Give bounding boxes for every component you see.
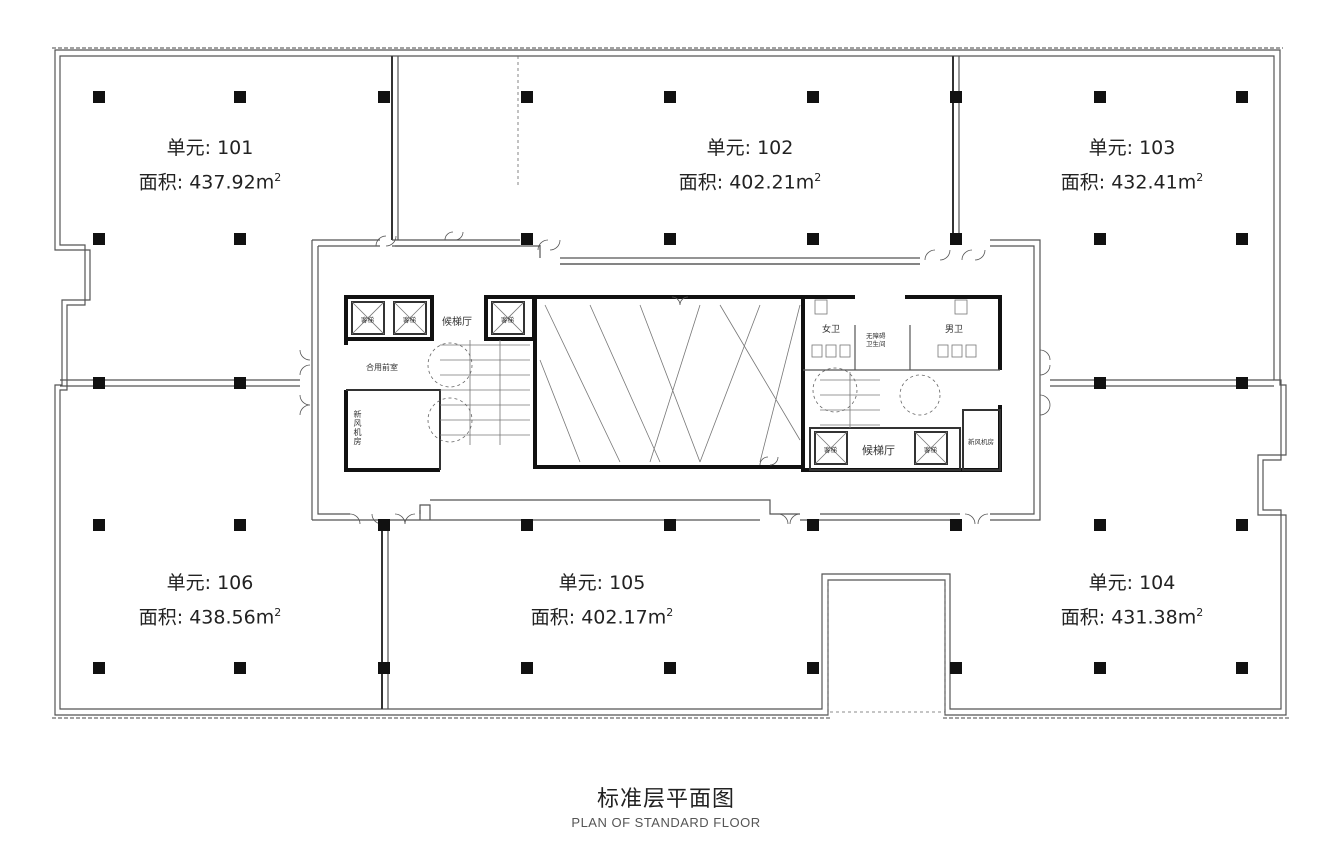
structural-columns <box>93 91 1248 674</box>
elevator-lobby-label-west: 候梯厅 <box>442 317 472 328</box>
unit-number: 单元: 103 <box>1088 137 1176 159</box>
unit-label-101: 单元: 101 面积: 437.92m2 <box>90 133 330 197</box>
unit-label-102: 单元: 102 面积: 402.21m2 <box>630 133 870 197</box>
elevator-tag-2: 客梯 <box>403 316 416 324</box>
unit-label-106: 单元: 106 面积: 438.56m2 <box>90 568 330 632</box>
unit-area: 面积: 402.21m2 <box>678 171 822 194</box>
unit-number: 单元: 104 <box>1088 572 1176 594</box>
opening-markers <box>827 580 946 715</box>
core-rooms <box>344 295 1002 472</box>
mens-wc-label: 男卫 <box>945 325 964 335</box>
elevator-tag-5: 客梯 <box>924 446 937 454</box>
unit-label-104: 单元: 104 面积: 431.38m2 <box>1012 568 1252 632</box>
elevator-tag-1: 客梯 <box>361 316 374 324</box>
elevator-lobby-label-east: 候梯厅 <box>862 444 895 457</box>
unit-area: 面积: 438.56m2 <box>138 606 282 629</box>
unit-number: 单元: 102 <box>706 137 794 159</box>
unit-label-103: 单元: 103 面积: 432.41m2 <box>1012 133 1252 197</box>
unit-area: 面积: 431.38m2 <box>1060 606 1204 629</box>
accessible-wc-label: 无障碍 卫生间 <box>866 332 886 348</box>
shared-anteroom-label: 合用前室 <box>366 363 398 372</box>
core-envelope <box>311 239 1041 521</box>
unit-label-105: 单元: 105 面积: 402.17m2 <box>482 568 722 632</box>
drawing-title-en: PLAN OF STANDARD FLOOR <box>571 815 761 830</box>
unit-area: 面积: 432.41m2 <box>1060 171 1204 194</box>
drawing-title-block: 标准层平面图 PLAN OF STANDARD FLOOR <box>466 785 866 831</box>
fresh-air-room-label-east: 新风机房 <box>968 438 994 446</box>
fresh-air-room-label-west: 新风机房 <box>353 410 362 446</box>
womens-wc-label: 女卫 <box>822 325 841 335</box>
doors <box>299 231 1051 525</box>
unit-area: 面积: 437.92m2 <box>138 171 282 194</box>
unit-number: 单元: 101 <box>166 137 254 159</box>
elevator-tag-3: 客梯 <box>501 316 514 324</box>
elevator-tag-4: 客梯 <box>824 446 837 454</box>
unit-number: 单元: 105 <box>558 572 646 594</box>
unit-area: 面积: 402.17m2 <box>530 606 674 629</box>
drawing-title-zh: 标准层平面图 <box>596 787 735 812</box>
unit-number: 单元: 106 <box>166 572 254 594</box>
